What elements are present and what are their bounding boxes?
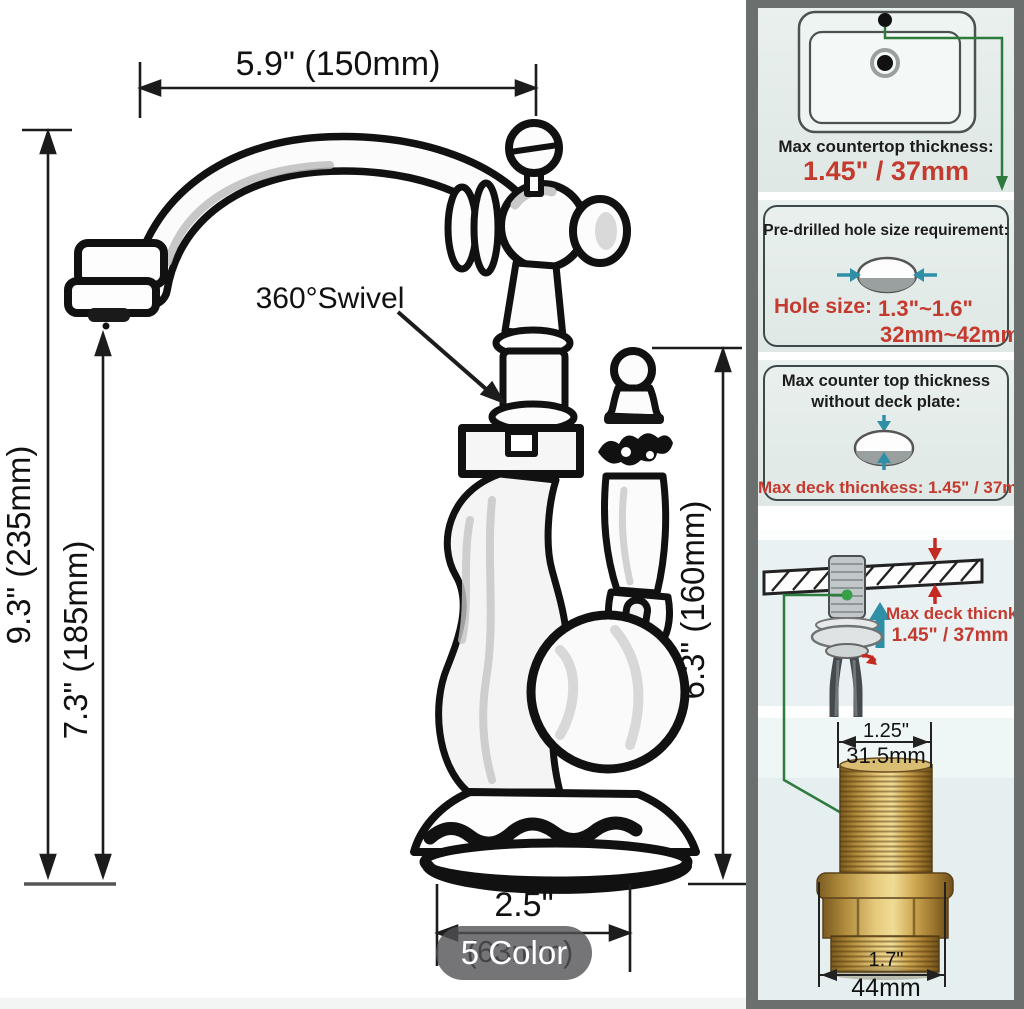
dim-base-inch-label: 2.5" [494, 886, 553, 924]
faucet-dimension-diagram: 5.9" (150mm) 360°Swivel 9.3" (235mm) 7.3… [0, 45, 748, 1009]
faucet-shank [828, 555, 866, 619]
section-no-deck-plate: Max counter top thickness without deck p… [758, 360, 1014, 506]
swivel-label: 360°Swivel [256, 282, 405, 315]
dim-top-label: 5.9" (150mm) [236, 45, 441, 83]
dimension-lines [22, 62, 746, 972]
installation-info-inner: Max countertop thickness: 1.45" / 37mm P… [758, 8, 1014, 1000]
section-countertop-thickness: Max countertop thickness: 1.45" / 37mm [758, 8, 1014, 192]
hole-size-title: Pre-drilled hole size requirement: [763, 222, 1009, 239]
color-count-label: 5 Color [460, 934, 568, 971]
mounting-hardware [810, 617, 884, 659]
arrow-down-icon [877, 421, 891, 432]
color-count-badge: 5 Color [436, 926, 592, 980]
fitting-top-inch: 1.25" [862, 720, 910, 742]
installation-info-panel: Max countertop thickness: 1.45" / 37mm P… [746, 0, 1024, 1009]
dim-height-right-label: 6.3" (160mm) [674, 501, 711, 700]
hole-size-label: Hole size: [774, 295, 873, 318]
no-deck-note: Max deck thicnkess: 1.45" / 37mm [758, 478, 1014, 497]
supply-hoses [829, 657, 863, 717]
hole-graphic [837, 256, 937, 294]
arrow-up-icon [877, 452, 891, 463]
hole-size-range-mm: 32mm~42mm [880, 322, 1014, 347]
fitting-dimensions [818, 722, 946, 987]
fitting-top-mm: 31.5mm [846, 743, 926, 768]
arrow-left-icon [913, 268, 924, 282]
arrow-right-icon [850, 268, 861, 282]
fitting-bottom-mm: 44mm [851, 974, 921, 1000]
base-ornament [423, 816, 643, 850]
faucet-drawing [64, 119, 700, 894]
spout-tip [64, 239, 168, 330]
hole-pointer-line [883, 27, 1004, 184]
sink-topview-graphic [797, 10, 1008, 191]
green-dot [841, 589, 853, 601]
section-install-and-fitting: Max deck thicnkess: 1.45" / 37mm 1.25" 3… [758, 530, 1014, 1000]
fitting-bottom-inch: 1.7" [868, 949, 904, 971]
no-deck-title-line2: without deck plate: [811, 393, 961, 411]
faucet-handle [598, 347, 673, 662]
install-deck-value: 1.45" / 37mm [891, 625, 1009, 646]
no-deck-title-line1: Max counter top thickness [781, 372, 991, 390]
brass-fitting [816, 757, 954, 980]
hole-size-range-inch: 1.3"~1.6" [878, 296, 973, 321]
countertop-value: 1.45" / 37mm [803, 156, 969, 186]
no-deck-hole-graphic [853, 415, 915, 470]
section-hole-size: Pre-drilled hole size requirement: Hole … [758, 200, 1014, 352]
thickness-arrows [928, 538, 942, 604]
dim-height-spout-label: 7.3" (185mm) [57, 541, 94, 740]
dim-height-total-label: 9.3" (235mm) [0, 446, 37, 645]
no-deck-border [763, 365, 1009, 501]
install-fitting-graphic [758, 530, 1014, 1000]
install-deck-label: Max deck thicnkess: [886, 604, 1014, 623]
countertop-title: Max countertop thickness: [778, 137, 994, 156]
hole-size-border [763, 205, 1009, 347]
countertop-cross-section [762, 558, 984, 596]
